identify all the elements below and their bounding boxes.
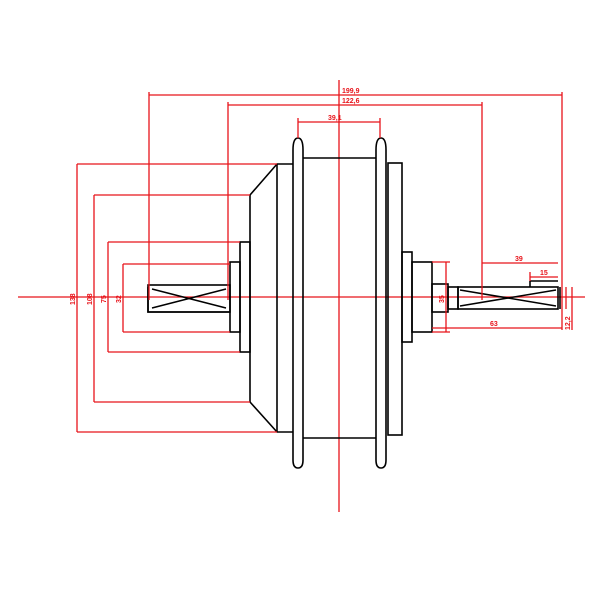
dim-axle-length: 39 xyxy=(515,256,523,263)
right-body xyxy=(387,162,403,436)
centerlines xyxy=(18,80,585,512)
dim-body-width: 122,6 xyxy=(342,98,360,105)
dim-hub-diameter: 75 xyxy=(101,295,108,303)
dim-left-axle-diameter: 32 xyxy=(116,295,123,303)
dim-right-axle-diameter: 35 xyxy=(439,295,446,303)
dim-outer-diameter: 138 xyxy=(70,293,77,305)
dim-flange-spacing: 39,1 xyxy=(328,115,342,122)
dim-flat-length: 15 xyxy=(540,270,548,277)
motor-outline xyxy=(147,137,561,469)
left-flange xyxy=(292,137,304,469)
dim-body-diameter: 108 xyxy=(87,293,94,305)
right-axle xyxy=(457,286,559,310)
dim-axle-flat: 12,2 xyxy=(565,316,572,330)
dim-axle-extension: 63 xyxy=(490,321,498,328)
right-flange xyxy=(375,137,387,469)
dimension-lines xyxy=(76,92,573,433)
dim-overall-width: 199,9 xyxy=(342,88,360,95)
